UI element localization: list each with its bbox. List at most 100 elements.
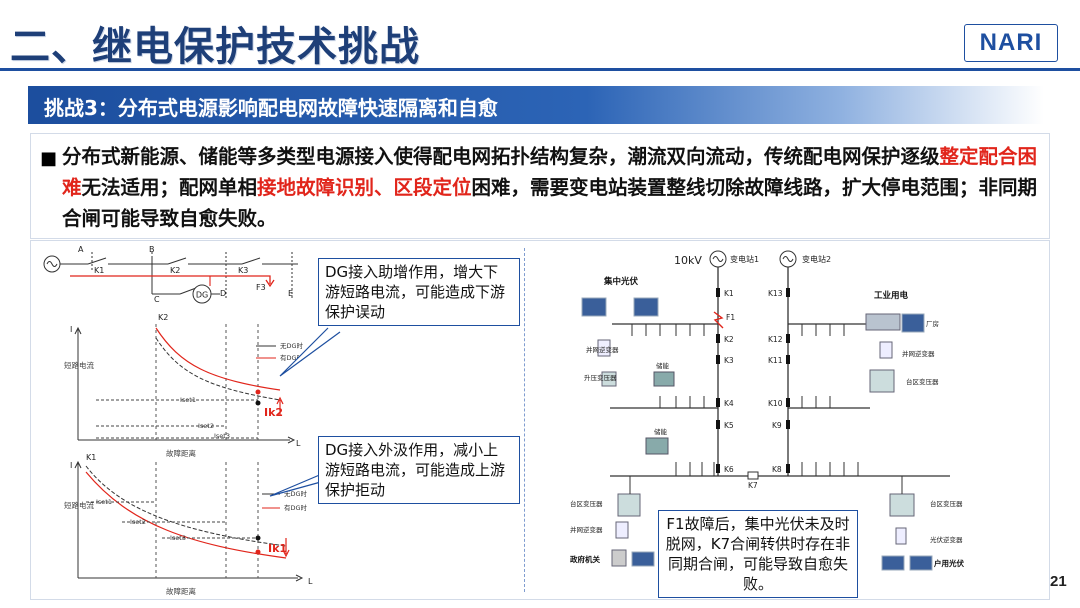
switch-k10: K10 <box>768 399 783 408</box>
chart2-current-label: Ik1 <box>268 542 287 555</box>
substation1-label: 变电站1 <box>730 254 759 264</box>
chart1-current-label: Ik2 <box>264 406 283 419</box>
chart1-y-label: 短路电流 <box>64 360 94 370</box>
grid-inverter-1-label: 并网逆变器 <box>586 345 619 354</box>
chart2-iset1: Iset1 <box>96 498 112 506</box>
nari-logo: NARI <box>964 24 1058 62</box>
switch-k2-label: K2 <box>170 266 180 275</box>
storage-2-icon <box>645 437 669 455</box>
bullet-text-highlight: 整定配合困难 <box>62 145 1038 199</box>
area-transformer-1-label: 台区变压器 <box>906 377 939 386</box>
chart2-y-axis-symbol: I <box>70 461 72 470</box>
pv-inverter-label: 光伏逆变器 <box>930 535 963 544</box>
switch-k3-label: K3 <box>238 266 248 275</box>
switch-k12: K12 <box>768 335 783 344</box>
chart2-x-axis-symbol: L <box>308 577 313 586</box>
government-building-icon <box>611 549 627 567</box>
bullet-box <box>30 133 1050 239</box>
node-b-label: B <box>149 245 155 254</box>
chart1-x-axis-symbol: L <box>296 439 301 448</box>
node-a-label: A <box>78 245 84 254</box>
switch-k3: K3 <box>724 356 734 365</box>
voltage-label: 10kV <box>674 254 702 267</box>
factory-label: 厂房 <box>926 319 939 328</box>
household-pv-icon-2 <box>909 555 933 571</box>
substation2-label: 变电站2 <box>802 254 831 264</box>
chart1-iset2: Iset2 <box>198 422 214 430</box>
fault-f1-label: F1 <box>726 313 735 322</box>
node-d-label: D <box>220 289 226 298</box>
node-c-label: C <box>154 295 160 304</box>
switch-k13: K13 <box>768 289 783 298</box>
tie-switch-k7-label: K7 <box>748 481 758 490</box>
chart1-point-with-dg <box>255 389 261 395</box>
chart2-curve-label: K1 <box>86 453 96 462</box>
feeder-line <box>43 252 298 300</box>
fault-arrow <box>265 279 275 288</box>
switch-k1: K1 <box>724 289 734 298</box>
chart1-curve-label: K2 <box>158 313 168 322</box>
bullet-text-part: 无法适用；配网单相 <box>81 176 258 199</box>
chart2-legend-no-dg: 无DG时 <box>284 489 308 498</box>
storage-1-icon <box>653 371 675 387</box>
switch-k4: K4 <box>724 399 734 408</box>
chart2-point-no-dg <box>255 535 261 541</box>
bullet-text-part: 困难，需要变电站装置整线切除故障线路，扩大停电范围；非同期合闸可能导致自愈失败。 <box>62 176 1038 230</box>
left-diagram: DG A B C D E K1 K2 K3 F3 I L K2 故障距离 短路电… <box>43 245 313 596</box>
chart1-iset1: Iset1 <box>180 396 196 404</box>
page-number: 21 <box>1050 573 1067 590</box>
chart1-y-axis-symbol: I <box>70 325 72 334</box>
diagram-divider <box>524 248 525 592</box>
switch-k9: K9 <box>772 421 782 430</box>
callout-dg-boost: DG接入助增作用，增大下游短路电流，可能造成下游保护误动 <box>318 258 520 326</box>
switch-k6: K6 <box>724 465 734 474</box>
inverter-1-icon <box>597 339 611 357</box>
chart2-iset2: Iset2 <box>130 518 146 526</box>
area-transformer-2-label: 台区变压器 <box>570 499 603 508</box>
chart2: I L K1 故障距离 短路电流 Iset1 Iset2 Iset3 Ik1 无… <box>64 453 313 596</box>
bullet-marker: ■ <box>40 148 58 169</box>
switch-k5: K5 <box>724 421 734 430</box>
area-transformer-3-icon <box>889 493 915 517</box>
boost-transformer-label: 升压变压器 <box>584 373 617 382</box>
factory-pv-icon <box>901 313 925 333</box>
bullet-text-part: 分布式新能源、储能等多类型电源接入使得配电网拓扑结构复杂，潮流双向流动，传统配电… <box>62 145 940 168</box>
storage-2-label: 储能 <box>654 427 668 436</box>
boost-transformer-icon <box>601 371 617 387</box>
callout1-pointer <box>279 327 341 377</box>
tie-switch-k7 <box>747 471 759 480</box>
switch-k8: K8 <box>772 465 782 474</box>
callout-async-reclose: F1故障后，集中光伏未及时脱网，K7合闸转供时存在非同期合闸，可能导致自愈失败。 <box>658 510 858 598</box>
area-transformer-1-icon <box>869 369 895 393</box>
chart1-point-no-dg <box>255 400 261 406</box>
switch-k11: K11 <box>768 356 783 365</box>
storage-1-label: 储能 <box>656 361 670 370</box>
area-transformer-3-label: 台区变压器 <box>930 499 963 508</box>
chart1-iset3: Iset3 <box>214 432 230 440</box>
chart2-iset3: Iset3 <box>170 534 186 542</box>
chart1-curve-no-dg <box>155 337 281 401</box>
bullet-text: 分布式新能源、储能等多类型电源接入使得配电网拓扑结构复杂，潮流双向流动，传统配电… <box>62 141 1042 234</box>
factory-icon <box>865 313 901 331</box>
inverter-2-icon <box>879 341 893 359</box>
dg-label: DG <box>196 291 208 300</box>
chart2-curve-no-dg <box>85 465 287 547</box>
chart2-curve-with-dg <box>85 471 287 559</box>
household-pv-icon-1 <box>881 555 905 571</box>
dg-symbol <box>192 284 212 304</box>
switch-k1-label: K1 <box>94 266 104 275</box>
central-pv-array <box>581 297 659 317</box>
grid-inverter-3-label: 并网逆变器 <box>570 525 603 534</box>
area-transformer-2-icon <box>617 493 641 517</box>
chart1: I L K2 故障距离 短路电流 Iset1 Iset2 Iset3 Ik2 无… <box>64 313 304 458</box>
inverter-3-icon <box>615 521 629 539</box>
section-banner-title: 挑战3：分布式电源影响配电网故障快速隔离和自愈 <box>44 96 498 120</box>
header-divider <box>0 68 1080 71</box>
government-label: 政府机关 <box>570 554 600 564</box>
fault-current-path <box>70 275 271 284</box>
chart2-y-label: 短路电流 <box>64 500 94 510</box>
chart2-x-label: 故障距离 <box>166 586 196 596</box>
fault-f3-label: F3 <box>256 283 266 292</box>
chart1-legend-with-dg: 有DG时 <box>280 353 304 362</box>
pv-inverter-icon <box>895 527 907 545</box>
